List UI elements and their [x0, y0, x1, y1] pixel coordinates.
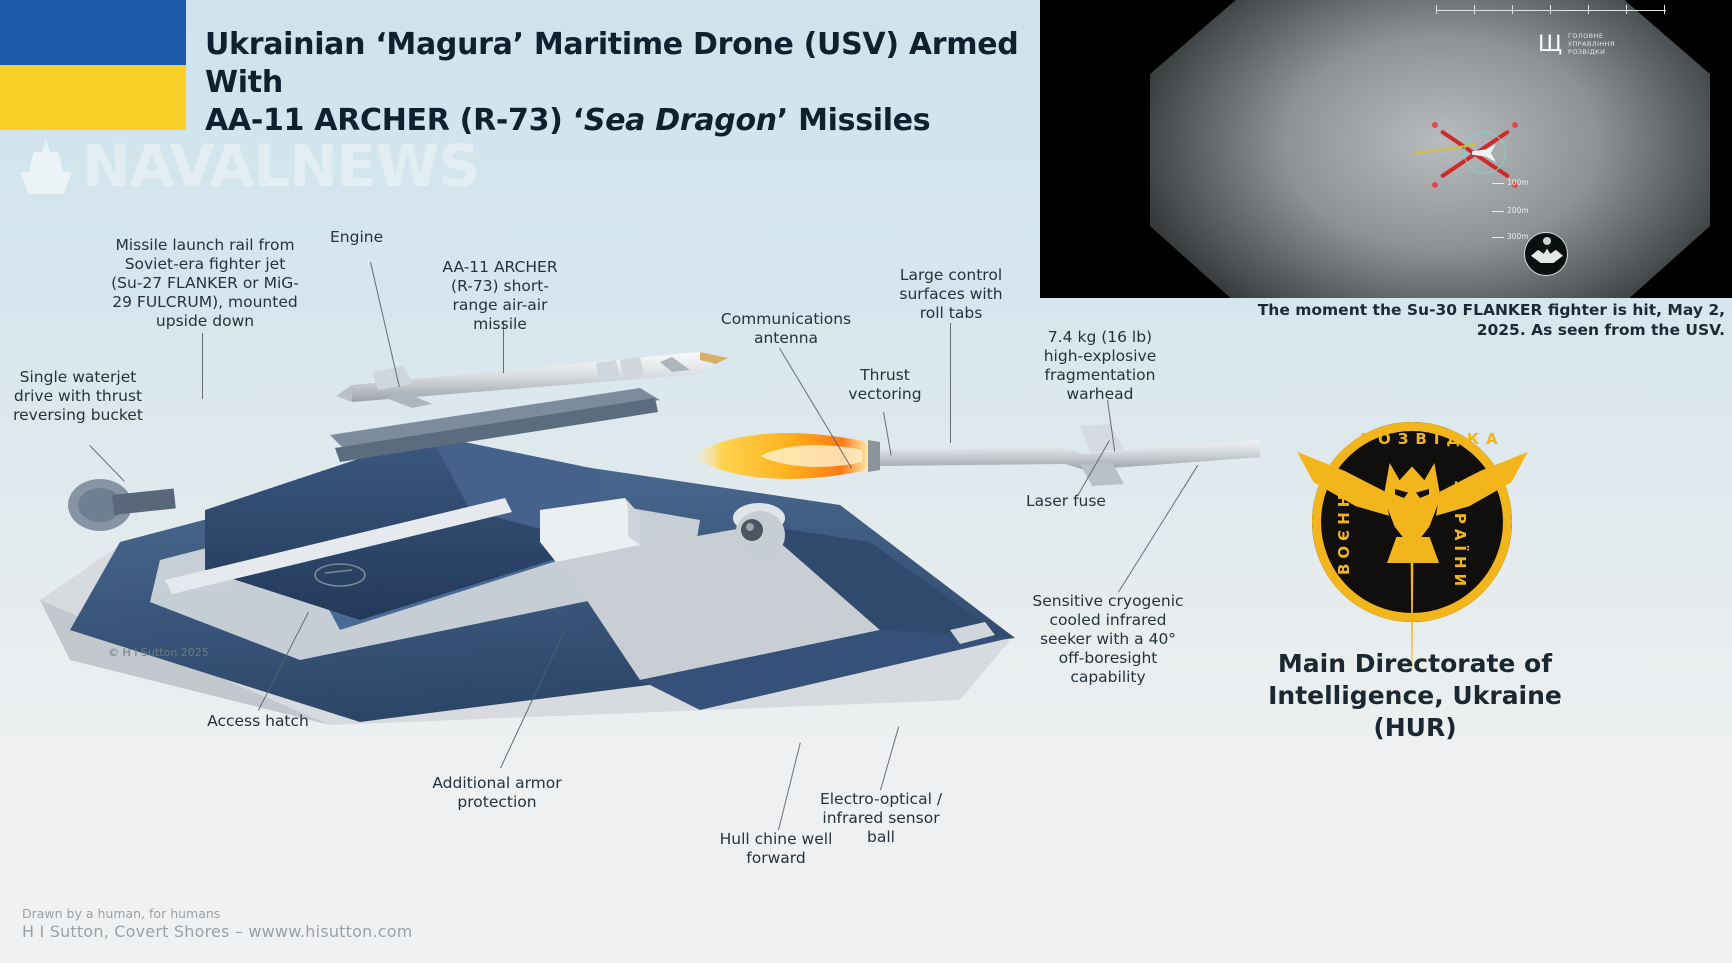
hur-caption-line-2: Intelligence, Ukraine [1268, 681, 1562, 710]
heading-tick [1436, 5, 1437, 14]
credits-line-2: H I Sutton, Covert Shores – wwww.hisutto… [22, 922, 413, 941]
reticle-corner-dot [1432, 122, 1438, 128]
heading-tick [1664, 5, 1665, 14]
reticle-corner-dot [1512, 182, 1518, 188]
range-marker-300: 300m [1492, 232, 1529, 241]
title-line-2-suffix: ’ Missiles [776, 103, 931, 138]
flag-yellow-band [0, 65, 186, 130]
callout-access-hatch: Access hatch [207, 712, 309, 730]
emblem-wing-right [1436, 451, 1528, 516]
callout-large-control-surfaces: Large control surfaces with roll tabs [899, 266, 1003, 322]
flag-blue-band [0, 0, 186, 65]
targeting-reticle [1414, 114, 1518, 192]
rail-missile [336, 352, 728, 408]
hur-caption: Main Directorate of Intelligence, Ukrain… [1260, 648, 1570, 744]
unit-badge [1524, 232, 1568, 276]
range-label: 100m [1507, 178, 1529, 187]
launched-missile [690, 424, 1260, 486]
callout-warhead: 7.4 kg (16 lb) high-explosive fragmentat… [1043, 328, 1157, 403]
emblem-wing-left [1297, 451, 1389, 516]
unit-badge-owl-icon [1531, 248, 1563, 263]
heading-tick [1588, 5, 1589, 14]
heading-tick [1626, 5, 1627, 14]
ship-icon-hull [20, 172, 72, 194]
callout-laser-fuse: Laser fuse [1026, 492, 1106, 510]
title-line-2-prefix: AA-11 ARCHER (R-73) ‘ [205, 103, 584, 138]
callout-eo-ir-sensor: Electro-optical / infrared sensor ball [819, 790, 943, 846]
ship-icon [20, 138, 72, 194]
usv-video-still: Щ ГОЛОВНЕ УПРАВЛІННЯ РОЗВІДКИ 100m 200m … [1040, 0, 1732, 298]
range-label: 300m [1507, 232, 1529, 241]
heading-tick [1550, 5, 1551, 14]
range-dash [1492, 236, 1504, 238]
agency-line-3: РОЗВІДКИ [1568, 48, 1606, 56]
trident-icon: Щ [1538, 32, 1563, 57]
callout-thrust-vectoring: Thrust vectoring [848, 366, 922, 403]
callout-single-waterjet: Single waterjet drive with thrust revers… [13, 368, 143, 424]
range-dash [1492, 182, 1504, 184]
emblem-owl-eye-right [1416, 489, 1429, 498]
emblem-wings [1297, 447, 1528, 533]
title-line-2: AA-11 ARCHER (R-73) ‘Sea Dragon’ Missile… [205, 102, 1065, 140]
emblem-ring-text-top: РОЗВІДКА [1312, 422, 1512, 622]
emblem-text-rozvidka: РОЗВІДКА [1360, 430, 1505, 448]
page-title: Ukrainian ‘Magura’ Maritime Drone (USV) … [205, 26, 1065, 140]
emblem-owl-eyes [1395, 489, 1429, 498]
callout-infrared-seeker: Sensitive cryogenic cooled infrared seek… [1032, 592, 1184, 686]
callout-archer-missile: AA-11 ARCHER (R-73) short-range air-air … [442, 258, 558, 333]
navalnews-logo: NAVALNEWS [20, 132, 480, 200]
artwork-copyright: © H I Sutton 2025 [108, 646, 209, 659]
heading-tick [1474, 5, 1475, 14]
lock-circle [1464, 132, 1506, 174]
ukraine-flag [0, 0, 186, 130]
magura-usv-illustration [40, 352, 1260, 725]
hur-caption-line-1: Main Directorate of [1277, 649, 1553, 678]
title-line-1: Ukrainian ‘Magura’ Maritime Drone (USV) … [205, 27, 1019, 100]
callout-additional-armor: Additional armor protection [432, 774, 562, 811]
range-label: 200m [1507, 206, 1529, 215]
emblem-sword-hilt [1407, 477, 1417, 489]
credits: Drawn by a human, for humans H I Sutton,… [22, 905, 413, 942]
leader-line-control-surfaces [950, 323, 951, 443]
range-marker-100: 100m [1492, 178, 1529, 187]
navalnews-wordmark: NAVALNEWS [82, 132, 480, 200]
emblem-owl-eye-left [1395, 489, 1408, 498]
heading-scale [1436, 4, 1666, 16]
title-line-2-italic: Sea Dragon [583, 103, 777, 138]
range-marker-200: 200m [1492, 206, 1529, 215]
agency-line-1: ГОЛОВНЕ [1568, 32, 1604, 40]
callout-engine: Engine [330, 228, 384, 246]
video-caption: The moment the Su-30 FLANKER fighter is … [1257, 301, 1725, 339]
leader-line-launch-rail [202, 333, 203, 399]
ship-icon-mast [42, 139, 50, 152]
hur-emblem: РОЗВІДКА ВОЄННА УКРАЇНИ [1295, 405, 1530, 667]
hur-caption-line-3: (HUR) [1373, 713, 1457, 742]
agency-line-2: УПРАВЛІННЯ [1568, 40, 1615, 48]
heading-tick [1512, 5, 1513, 14]
unit-badge-top [1543, 237, 1551, 245]
ship-icon-superstructure [29, 152, 63, 172]
emblem-sword-blade [1410, 485, 1414, 667]
range-dash [1492, 210, 1504, 212]
reticle-corner-dot [1432, 182, 1438, 188]
callout-hull-chine: Hull chine well forward [719, 830, 833, 867]
callout-communications-antenna: Communications antenna [720, 310, 852, 347]
credits-line-1: Drawn by a human, for humans [22, 906, 221, 921]
emblem-sword [1407, 471, 1417, 667]
callout-missile-launch-rail: Missile launch rail from Soviet-era figh… [111, 236, 299, 330]
agency-watermark: ГОЛОВНЕ УПРАВЛІННЯ РОЗВІДКИ [1568, 32, 1615, 56]
reticle-corner-dot [1512, 122, 1518, 128]
heading-scale-bar [1436, 10, 1666, 11]
